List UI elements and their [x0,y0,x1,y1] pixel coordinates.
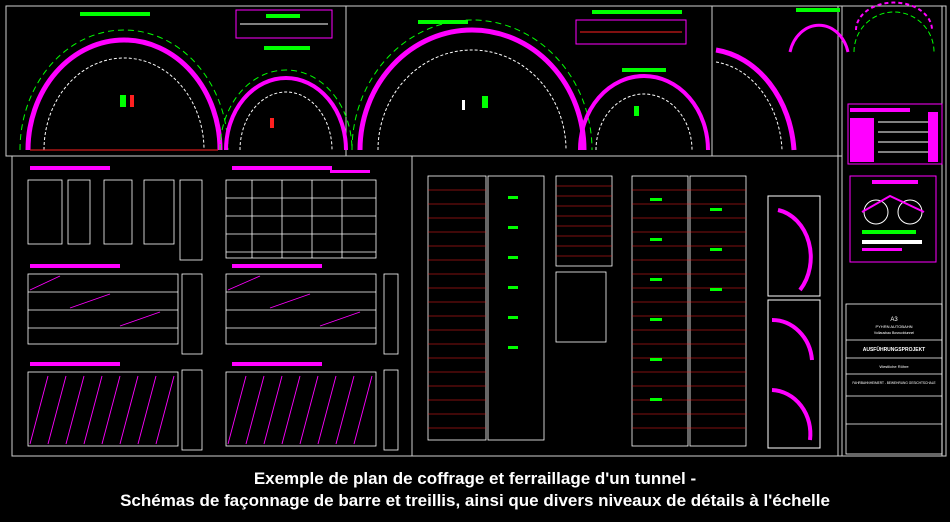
scheme-labels [30,166,370,366]
tunnel-arch-small [788,1,935,53]
tb-line-a: PYHRN AUTOBAHN [875,324,912,329]
caption-line-1: Exemple de plan de coffrage et ferrailla… [253,469,697,488]
tb-sheet-title: FAHRBAHNHEIMERT - BEWEHRUNG GESICHTSCHAL… [852,381,935,385]
caption-line-2: Schémas de façonnage de barre et treilli… [120,491,830,510]
schedule-rows [428,185,746,429]
section-headers [80,8,840,72]
bar-bending-schemes [27,179,399,451]
bar-schedule-tables [427,175,747,447]
tunnel-arch-5 [715,47,797,151]
mesh-diagonals [29,275,373,445]
tunnel-arch-4 [578,74,710,151]
legend-table [847,103,943,165]
title-block-frame [845,303,943,455]
image-caption: Exemple de plan de coffrage et ferrailla… [0,462,950,522]
tb-stage: AUSFÜHRUNGSPROJEKT [863,346,926,353]
sheet-frames [5,5,947,457]
cad-drawing-viewport: A3 PYHRN AUTOBAHN Vollausbau Bosrucktunn… [5,1,947,457]
schedule-marks [508,196,722,401]
detail-boxes-top [235,9,687,45]
tb-line-b: Vollausbau Bosrucktunnel [874,331,914,335]
tunnel-reinforcement-drawing: A3 PYHRN AUTOBAHN Vollausbau Bosrucktunn… [5,1,947,457]
detail-circle-block [849,175,937,263]
tunnel-arch-2 [219,69,353,151]
tunnel-arch-1 [19,29,229,151]
tb-line-c: Westliche Röhre [879,364,909,369]
tunnel-arch-3 [351,19,593,151]
tb-project-code: A3 [890,317,898,323]
side-arch-details [767,195,821,449]
